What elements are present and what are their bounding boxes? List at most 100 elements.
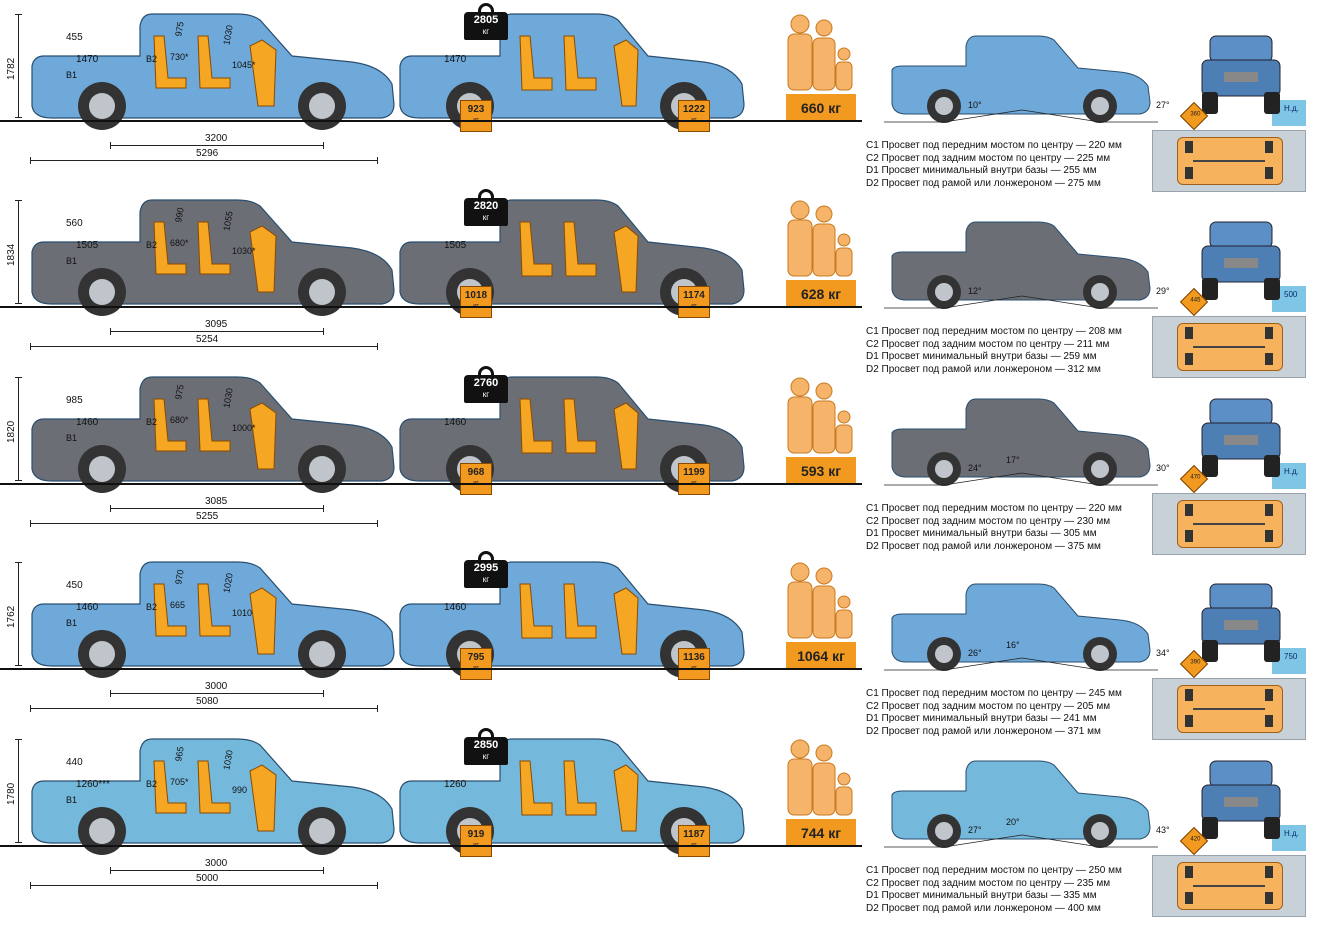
clearance-d2: D2 Просвет под рамой или лонжероном — 27… [866,177,1101,189]
approach-angle: 12° [968,286,982,296]
ground-line [0,483,862,485]
rear-overhang-label: 985 [66,395,83,406]
vehicle-row: 1780 440 1260*** 965 1030 705* 990 B1 B2… [0,725,1323,917]
weight-icon: 2995 кг [464,551,508,588]
b2-label: B2 [146,240,158,250]
wading-marker-value: 445 [1190,297,1201,304]
b2-label: B2 [146,54,158,64]
gross-unit: кг [482,390,490,399]
departure-angle: 27° [1156,100,1170,110]
front-view-car [1201,221,1281,300]
wading-depth-label: Н.д. [1284,829,1299,838]
approach-angle: 10° [968,100,982,110]
gross-weight: 2805 [473,14,499,26]
side-view-car [31,13,395,130]
cargo-length-label: 1460 [76,602,99,613]
height-label: 1782 [6,57,17,80]
gross-weight: 2760 [473,377,499,389]
clearance-list: C1 Просвет под передним мостом по центру… [866,140,1122,190]
clearance-d1: D1 Просвет минимальный внутри базы — 305… [866,528,1097,539]
length-dim [30,520,378,527]
length-label: 5296 [196,148,219,159]
clearance-list: C1 Просвет под передним мостом по центру… [866,503,1122,553]
front-axle-value: 968 [467,467,485,478]
height-label: 1780 [6,782,17,805]
plan-view [1152,130,1306,192]
gross-weight: 2995 [473,562,499,574]
door-label: 1030* [232,246,256,256]
clearance-list: C1 Просвет под передним мостом по центру… [866,865,1122,915]
wading-marker-value: 470 [1190,474,1201,481]
front-view-car [1201,398,1281,477]
cargo-top-label: 1260 [444,779,467,790]
vehicle-row: 1782 455 1470 975 1030 730* 1045* B1 B2 … [0,0,1323,192]
gross-unit: кг [482,213,490,222]
plan-view [1152,493,1306,555]
rear-overhang-label: 560 [66,218,83,229]
cargo-length-label: 1460 [76,417,99,428]
door-label: 1010 [232,608,253,618]
approach-angle: 27° [968,825,982,835]
b1-label: B1 [66,70,78,80]
wading-depth-label: 750 [1284,652,1298,661]
door-label: 1000* [232,423,256,433]
payload-badge: 1064 кг [786,642,856,670]
wheelbase-label: 3000 [205,858,228,869]
gross-unit: кг [482,27,490,36]
b1-label: B1 [66,256,78,266]
clearance-c2: C2 Просвет под задним мостом по центру —… [866,515,1111,527]
front-axle-value: 1018 [464,290,488,301]
plan-view [1152,316,1306,378]
front-axle-value: 923 [467,104,485,115]
door-label: 1045* [232,60,256,70]
rear-overhang-label: 455 [66,32,83,43]
angle-label: 680* [170,238,189,248]
height-dim [15,562,22,666]
ground-line [0,668,862,670]
angle-label: 705* [170,777,189,787]
clearance-list: C1 Просвет под передним мостом по центру… [866,688,1122,738]
front-axle-badge: 923 кг [460,100,492,132]
rear-axle-value: 1174 [683,290,705,301]
angle-label: 665 [170,600,186,610]
ground-line [0,306,862,308]
cargo-top-label: 1505 [444,240,467,251]
front-axle-badge: 1018 кг [460,286,492,318]
cargo-length-label: 1470 [76,54,99,65]
rear-axle-value: 1199 [683,467,705,478]
payload-badge: 593 кг [786,457,856,485]
clearance-d2: D2 Просвет под рамой или лонжероном — 40… [866,902,1101,914]
approach-angle: 26° [968,648,982,658]
clearance-c2: C2 Просвет под задним мостом по центру —… [866,877,1111,889]
gross-unit: кг [482,575,490,584]
people-icon [787,14,853,91]
clearance-c1: C1 Просвет под передним мостом по центру… [866,326,1122,337]
people-icon [787,562,853,639]
wheelbase-dim [110,142,324,149]
rear-axle-badge: 1136 кг [678,648,710,680]
height-label: 1820 [6,420,17,443]
wading-depth-label: Н.д. [1284,104,1299,113]
front-axle-badge: 919 кг [460,825,492,857]
length-label: 5255 [196,511,219,522]
gross-weight: 2850 [473,739,499,751]
height-dim [15,14,22,118]
weight-icon: 2820 кг [464,189,508,226]
weight-icon: 2850 кг [464,728,508,765]
angle-label: 730* [170,52,189,62]
wading-marker-value: 390 [1190,659,1201,666]
front-axle-badge: 968 кг [460,463,492,495]
height-label: 1834 [6,243,17,266]
b2-label: B2 [146,417,158,427]
breakover-angle: 17° [1006,455,1020,465]
length-dim [30,343,378,350]
clearance-d1: D1 Просвет минимальный внутри базы — 241… [866,713,1097,724]
clearance-c1: C1 Просвет под передним мостом по центру… [866,140,1122,151]
length-dim [30,882,378,889]
clearance-c2: C2 Просвет под задним мостом по центру —… [866,152,1111,164]
ground-line [0,120,862,122]
height-dim [15,377,22,481]
clearance-list: C1 Просвет под передним мостом по центру… [866,326,1122,376]
clearance-d1: D1 Просвет минимальный внутри базы — 255… [866,165,1097,176]
side-view-car [31,199,395,316]
